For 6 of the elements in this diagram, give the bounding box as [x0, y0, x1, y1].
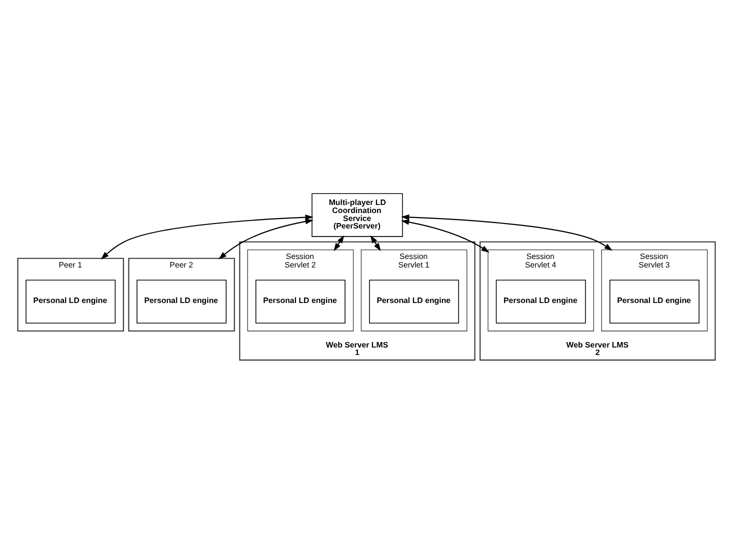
- arrow: [100, 214, 314, 260]
- arrow: [370, 235, 381, 252]
- arrow: [334, 235, 344, 252]
- arrow: [401, 219, 490, 253]
- arrow: [218, 218, 314, 260]
- arrow: [401, 214, 612, 251]
